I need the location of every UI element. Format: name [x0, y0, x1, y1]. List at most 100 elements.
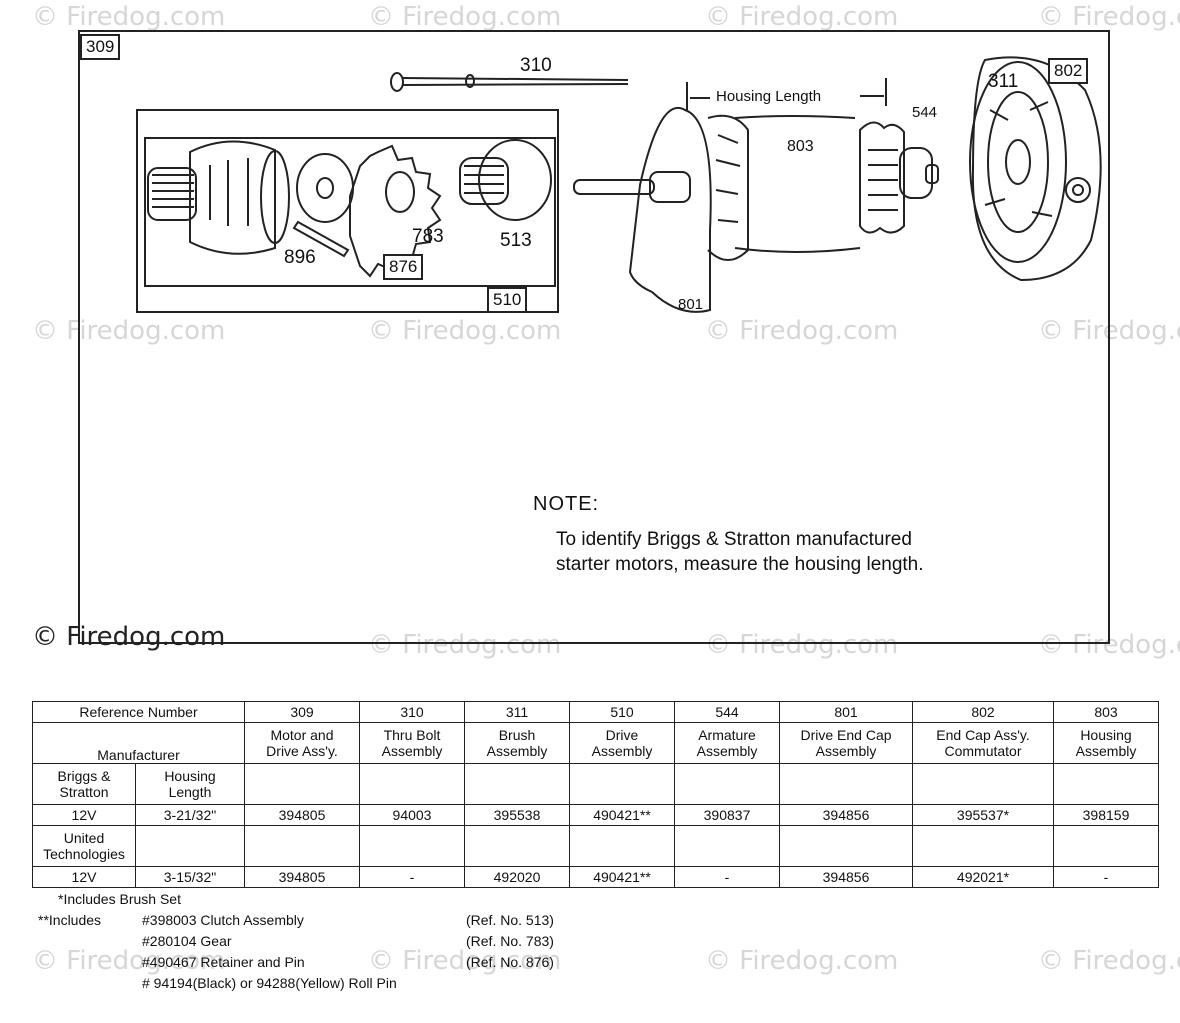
empty-cell: [464, 825, 570, 867]
column-header: End Cap Ass'y.Commutator: [912, 722, 1054, 764]
housing-length-label: Housing Length: [716, 88, 822, 105]
watermark: © Firedog.com: [705, 2, 899, 32]
ref-box-876: 876: [383, 254, 424, 280]
diagram-frame: [78, 30, 1110, 644]
watermark: © Firedog.com: [32, 2, 226, 32]
ref-box-309: 309: [80, 34, 121, 60]
callout-803: 803: [787, 138, 814, 155]
watermark: © Firedog.com: [705, 946, 899, 976]
part-number-cell: 390837: [674, 804, 780, 826]
part-number-cell: 395538: [464, 804, 570, 826]
callout-311: 311: [988, 71, 1019, 92]
watermark: © Firedog.com: [32, 946, 226, 976]
header-line: End Cap Ass'y.: [936, 727, 1030, 743]
ref-cell: 802: [912, 701, 1054, 723]
empty-cell: [244, 825, 360, 867]
ref-box-802: 802: [1048, 58, 1089, 84]
empty-cell: [569, 763, 675, 805]
part-number-cell: 490421**: [569, 804, 675, 826]
cell-line: Technologies: [43, 846, 125, 862]
callout-896: 896: [284, 247, 316, 268]
cell-line: Housing: [164, 768, 216, 784]
part-number-cell: 492020: [464, 866, 570, 888]
watermark: © Firedog.com: [1038, 2, 1180, 32]
ref-cell: 544: [674, 701, 780, 723]
watermark: © Firedog.com: [368, 316, 562, 346]
ref-cell: 510: [569, 701, 675, 723]
header-line: Assembly: [815, 743, 877, 759]
watermark: © Firedog.com: [368, 630, 562, 660]
voltage-cell: 12V: [32, 866, 136, 888]
callout-783: 783: [412, 226, 444, 247]
part-number-cell: -: [359, 866, 465, 888]
header-line: Drive End Cap: [800, 727, 892, 743]
empty-cell: [359, 825, 465, 867]
ref-cell: 309: [244, 701, 360, 723]
header-line: Armature: [698, 727, 756, 743]
header-line: Commutator: [944, 743, 1022, 759]
empty-cell: [244, 763, 360, 805]
part-number-cell: 490421**: [569, 866, 675, 888]
note-title: NOTE:: [533, 493, 600, 515]
ref-box-510: 510: [487, 287, 528, 313]
part-number-cell: 395537*: [912, 804, 1054, 826]
table-row: 12V 3-15/32" 394805 - 492020 490421** - …: [32, 866, 1159, 888]
footnote-ref: (Ref. No. 513): [466, 912, 554, 928]
ref-cell: 311: [464, 701, 570, 723]
empty-cell: [1053, 763, 1159, 805]
callout-801: 801: [678, 296, 704, 313]
part-number-cell: 394856: [779, 866, 913, 888]
header-line: Drive Ass'y.: [266, 743, 338, 759]
header-line: Housing: [1080, 727, 1132, 743]
empty-cell: [135, 825, 245, 867]
footnote-includes: **Includes: [38, 912, 102, 928]
ref-cell: 801: [779, 701, 913, 723]
part-number-cell: -: [674, 866, 780, 888]
header-line: Assembly: [381, 743, 443, 759]
watermark: © Firedog.com: [705, 316, 899, 346]
header-line: Assembly: [591, 743, 653, 759]
watermark: © Firedog.com: [368, 2, 562, 32]
parts-table: Reference Number 309 310 311 510 544 801…: [32, 701, 1159, 888]
manufacturer-cell: Briggs &Stratton: [32, 763, 136, 805]
footnote-part: #398003 Clutch Assembly: [142, 912, 304, 928]
empty-cell: [674, 825, 780, 867]
empty-cell: [779, 825, 913, 867]
watermark: © Firedog.com: [32, 316, 226, 346]
header-line: Assembly: [486, 743, 548, 759]
length-cell: 3-21/32": [135, 804, 245, 826]
empty-cell: [359, 763, 465, 805]
header-line: Assembly: [1075, 743, 1137, 759]
empty-cell: [912, 825, 1054, 867]
ref-cell: 310: [359, 701, 465, 723]
watermark: © Firedog.com: [705, 630, 899, 660]
voltage-cell: 12V: [32, 804, 136, 826]
footnote-ref: (Ref. No. 876): [466, 954, 554, 970]
watermark: © Firedog.com: [368, 946, 562, 976]
callout-544: 544: [912, 104, 938, 121]
length-cell: 3-15/32": [135, 866, 245, 888]
part-number-cell: 398159: [1053, 804, 1159, 826]
cell-line: Briggs &: [57, 768, 111, 784]
empty-cell: [569, 825, 675, 867]
part-number-cell: 394805: [244, 804, 360, 826]
ref-cell: 803: [1053, 701, 1159, 723]
ref-number-header: Reference Number: [32, 701, 245, 723]
callout-513: 513: [500, 230, 532, 251]
header-line: Brush: [498, 727, 536, 743]
footnote-ref: (Ref. No. 783): [466, 933, 554, 949]
footnote-part: # 94194(Black) or 94288(Yellow) Roll Pin: [142, 975, 397, 991]
callout-310: 310: [520, 55, 552, 76]
empty-cell: [674, 763, 780, 805]
note-line: To identify Briggs & Stratton manufactur…: [556, 529, 912, 550]
empty-cell: [912, 763, 1054, 805]
